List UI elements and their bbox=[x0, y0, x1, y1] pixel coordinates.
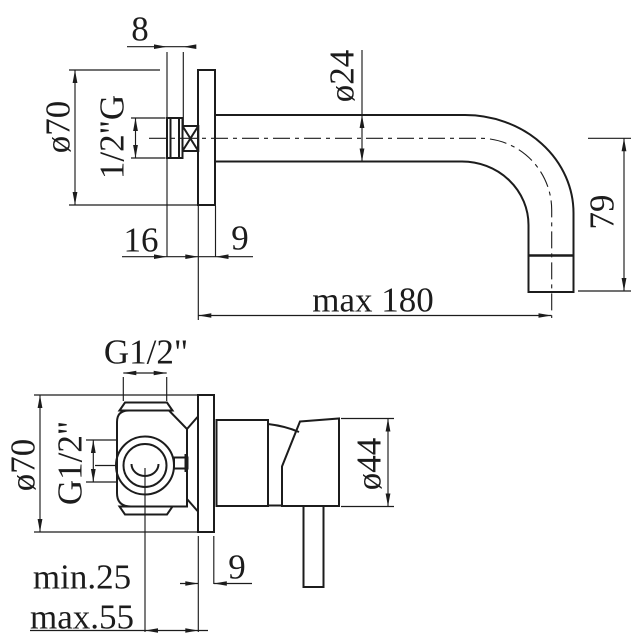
dim-label-9-bottom: 9 bbox=[228, 547, 246, 587]
dim-label-8: 8 bbox=[131, 9, 149, 49]
bottom-port bbox=[117, 505, 175, 516]
dim-label-phi70-bottom: ø70 bbox=[3, 438, 43, 492]
dim-label-79: 79 bbox=[582, 194, 622, 230]
wall-flange-bottom bbox=[197, 394, 215, 533]
wall-flange bbox=[197, 69, 216, 206]
cartridge-stub bbox=[173, 454, 189, 472]
dim-phi70-bottom bbox=[34, 394, 197, 533]
spout-tube bbox=[215, 114, 575, 293]
dim-max55 bbox=[30, 628, 208, 633]
dim-label-top-port-thread: G1/2" bbox=[103, 332, 189, 372]
dim-label-min25: min.25 bbox=[32, 557, 132, 597]
dim-label-phi44: ø44 bbox=[349, 437, 389, 491]
dim-max180 bbox=[198, 313, 552, 318]
dim-8 bbox=[127, 44, 197, 257]
dim-16-9 bbox=[122, 206, 253, 320]
dim-label-side-port-thread: G1/2" bbox=[50, 420, 90, 506]
body-flare-top bbox=[186, 416, 199, 430]
spout-side-view bbox=[69, 44, 631, 320]
mixer-front-view bbox=[30, 370, 394, 633]
dim-label-max55: max.55 bbox=[29, 597, 135, 637]
dim-phi44 bbox=[341, 417, 394, 508]
handle-stem bbox=[302, 505, 325, 588]
top-port bbox=[117, 401, 175, 412]
dim-79 bbox=[578, 137, 631, 292]
dim-label-phi24: ø24 bbox=[322, 49, 362, 103]
handle-neck-top bbox=[267, 423, 300, 433]
dim-label-9-top: 9 bbox=[231, 218, 249, 258]
dim-label-16: 16 bbox=[123, 220, 159, 260]
dim-phi24 bbox=[359, 50, 365, 162]
dim-inlet-thread bbox=[131, 117, 166, 159]
spout-centerline bbox=[149, 137, 553, 318]
dim-top-port-thread bbox=[122, 370, 168, 401]
handle-lever bbox=[281, 417, 340, 507]
dim-label-phi70-top: ø70 bbox=[38, 100, 78, 154]
dim-phi70-top bbox=[69, 69, 197, 206]
body-flare-bottom bbox=[186, 498, 199, 512]
dim-side-port-thread bbox=[86, 439, 116, 483]
lever-handle bbox=[215, 417, 340, 588]
dim-label-inlet-thread: 1/2"G bbox=[92, 94, 132, 180]
dim-9-bottom bbox=[180, 536, 252, 632]
dim-label-max180: max 180 bbox=[312, 280, 434, 320]
handle-base bbox=[215, 419, 269, 507]
connection-box bbox=[181, 125, 200, 152]
valve-body bbox=[116, 409, 188, 508]
